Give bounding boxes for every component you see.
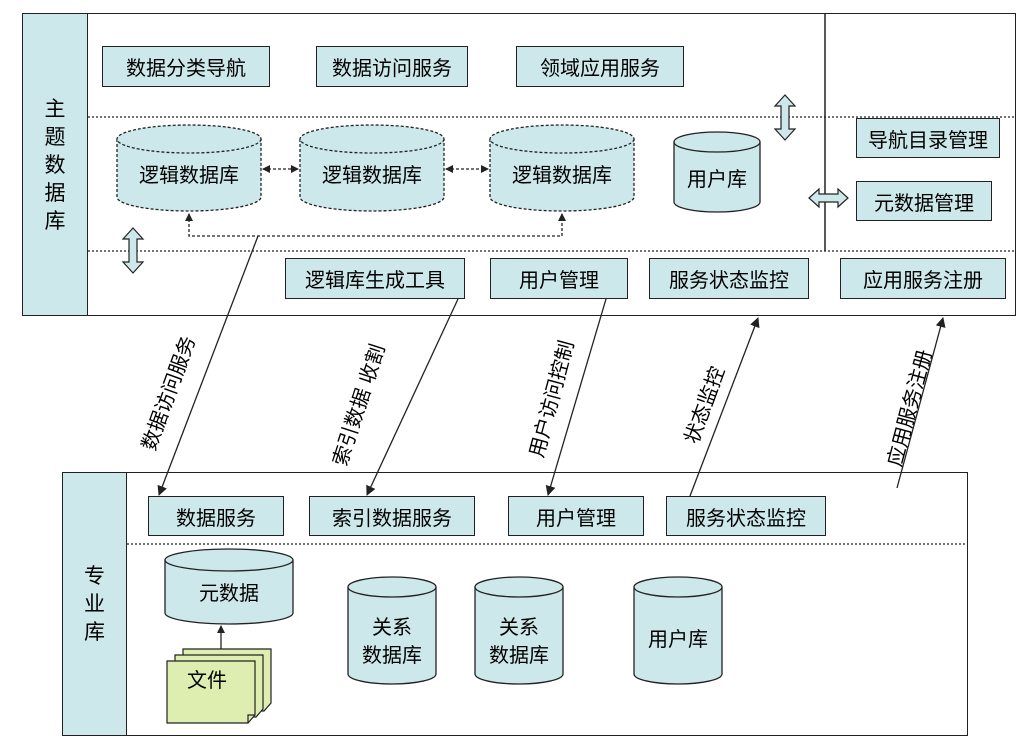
relational-db-line1: 关系 bbox=[372, 615, 412, 639]
specialty-db-sidebar: 专业库 bbox=[62, 472, 127, 736]
logic-db-cylinder-2 bbox=[299, 124, 445, 212]
metadata-mgmt-button[interactable]: 元数据管理 bbox=[856, 181, 992, 221]
nav-directory-mgmt-button[interactable]: 导航目录管理 bbox=[856, 118, 1000, 158]
data-category-nav-button[interactable]: 数据分类导航 bbox=[102, 46, 270, 87]
relational-db-cylinder-2 bbox=[474, 576, 564, 685]
user-db-cylinder-bottom bbox=[633, 576, 723, 685]
index-data-service-button[interactable]: 索引数据服务 bbox=[309, 496, 475, 536]
file-label: 文件 bbox=[187, 668, 227, 692]
theme-db-sidebar: 主题数据库 bbox=[22, 13, 88, 316]
logic-db-label-2: 逻辑数据库 bbox=[322, 163, 422, 187]
specialty-db-label: 专业库 bbox=[84, 564, 105, 644]
user-mgmt-bottom-button[interactable]: 用户管理 bbox=[508, 496, 644, 536]
service-monitor-bottom-button[interactable]: 服务状态监控 bbox=[666, 496, 826, 536]
theme-db-label: 主题数据库 bbox=[44, 96, 66, 233]
data-access-service-button[interactable]: 数据访问服务 bbox=[316, 46, 468, 87]
logic-db-cylinder-3 bbox=[489, 124, 635, 212]
metadata-label: 元数据 bbox=[199, 581, 259, 605]
logic-db-cylinder-1 bbox=[116, 124, 262, 212]
service-monitor-top-button[interactable]: 服务状态监控 bbox=[649, 258, 809, 299]
relational-db-cylinder-1 bbox=[347, 576, 437, 685]
user-db-cylinder-top bbox=[673, 131, 761, 213]
vertical-double-arrow-right bbox=[773, 94, 797, 141]
logic-link-1-3-bottom bbox=[185, 213, 566, 237]
arrow-index-harvest bbox=[366, 298, 459, 496]
relational-db-line2: 数据库 bbox=[489, 643, 549, 667]
arrow-data-access bbox=[157, 235, 259, 496]
file-stack bbox=[166, 648, 272, 724]
arrow-user-access bbox=[545, 298, 607, 496]
logic-db-label-3: 逻辑数据库 bbox=[512, 163, 612, 187]
user-db-label-top: 用户库 bbox=[687, 167, 747, 191]
arrow-app-register bbox=[896, 317, 946, 489]
user-mgmt-top-button[interactable]: 用户管理 bbox=[490, 258, 628, 299]
relational-db-line2: 数据库 bbox=[362, 643, 422, 667]
horizontal-double-arrow bbox=[808, 187, 849, 209]
data-service-button[interactable]: 数据服务 bbox=[148, 496, 284, 536]
logic-db-label-1: 逻辑数据库 bbox=[139, 163, 239, 187]
logic-db-tool-button[interactable]: 逻辑库生成工具 bbox=[285, 258, 465, 299]
arrow-status-monitor bbox=[689, 317, 760, 497]
relational-db-label-2: 关系 数据库 bbox=[475, 612, 563, 670]
vertical-double-arrow-left bbox=[121, 227, 145, 274]
relational-db-line1: 关系 bbox=[499, 615, 539, 639]
metadata-cylinder bbox=[164, 548, 294, 625]
domain-app-service-button[interactable]: 领域应用服务 bbox=[516, 46, 684, 87]
relational-db-label-1: 关系 数据库 bbox=[348, 612, 436, 670]
app-service-register-top-button[interactable]: 应用服务注册 bbox=[840, 258, 1006, 299]
user-db-label-bottom: 用户库 bbox=[648, 627, 708, 651]
